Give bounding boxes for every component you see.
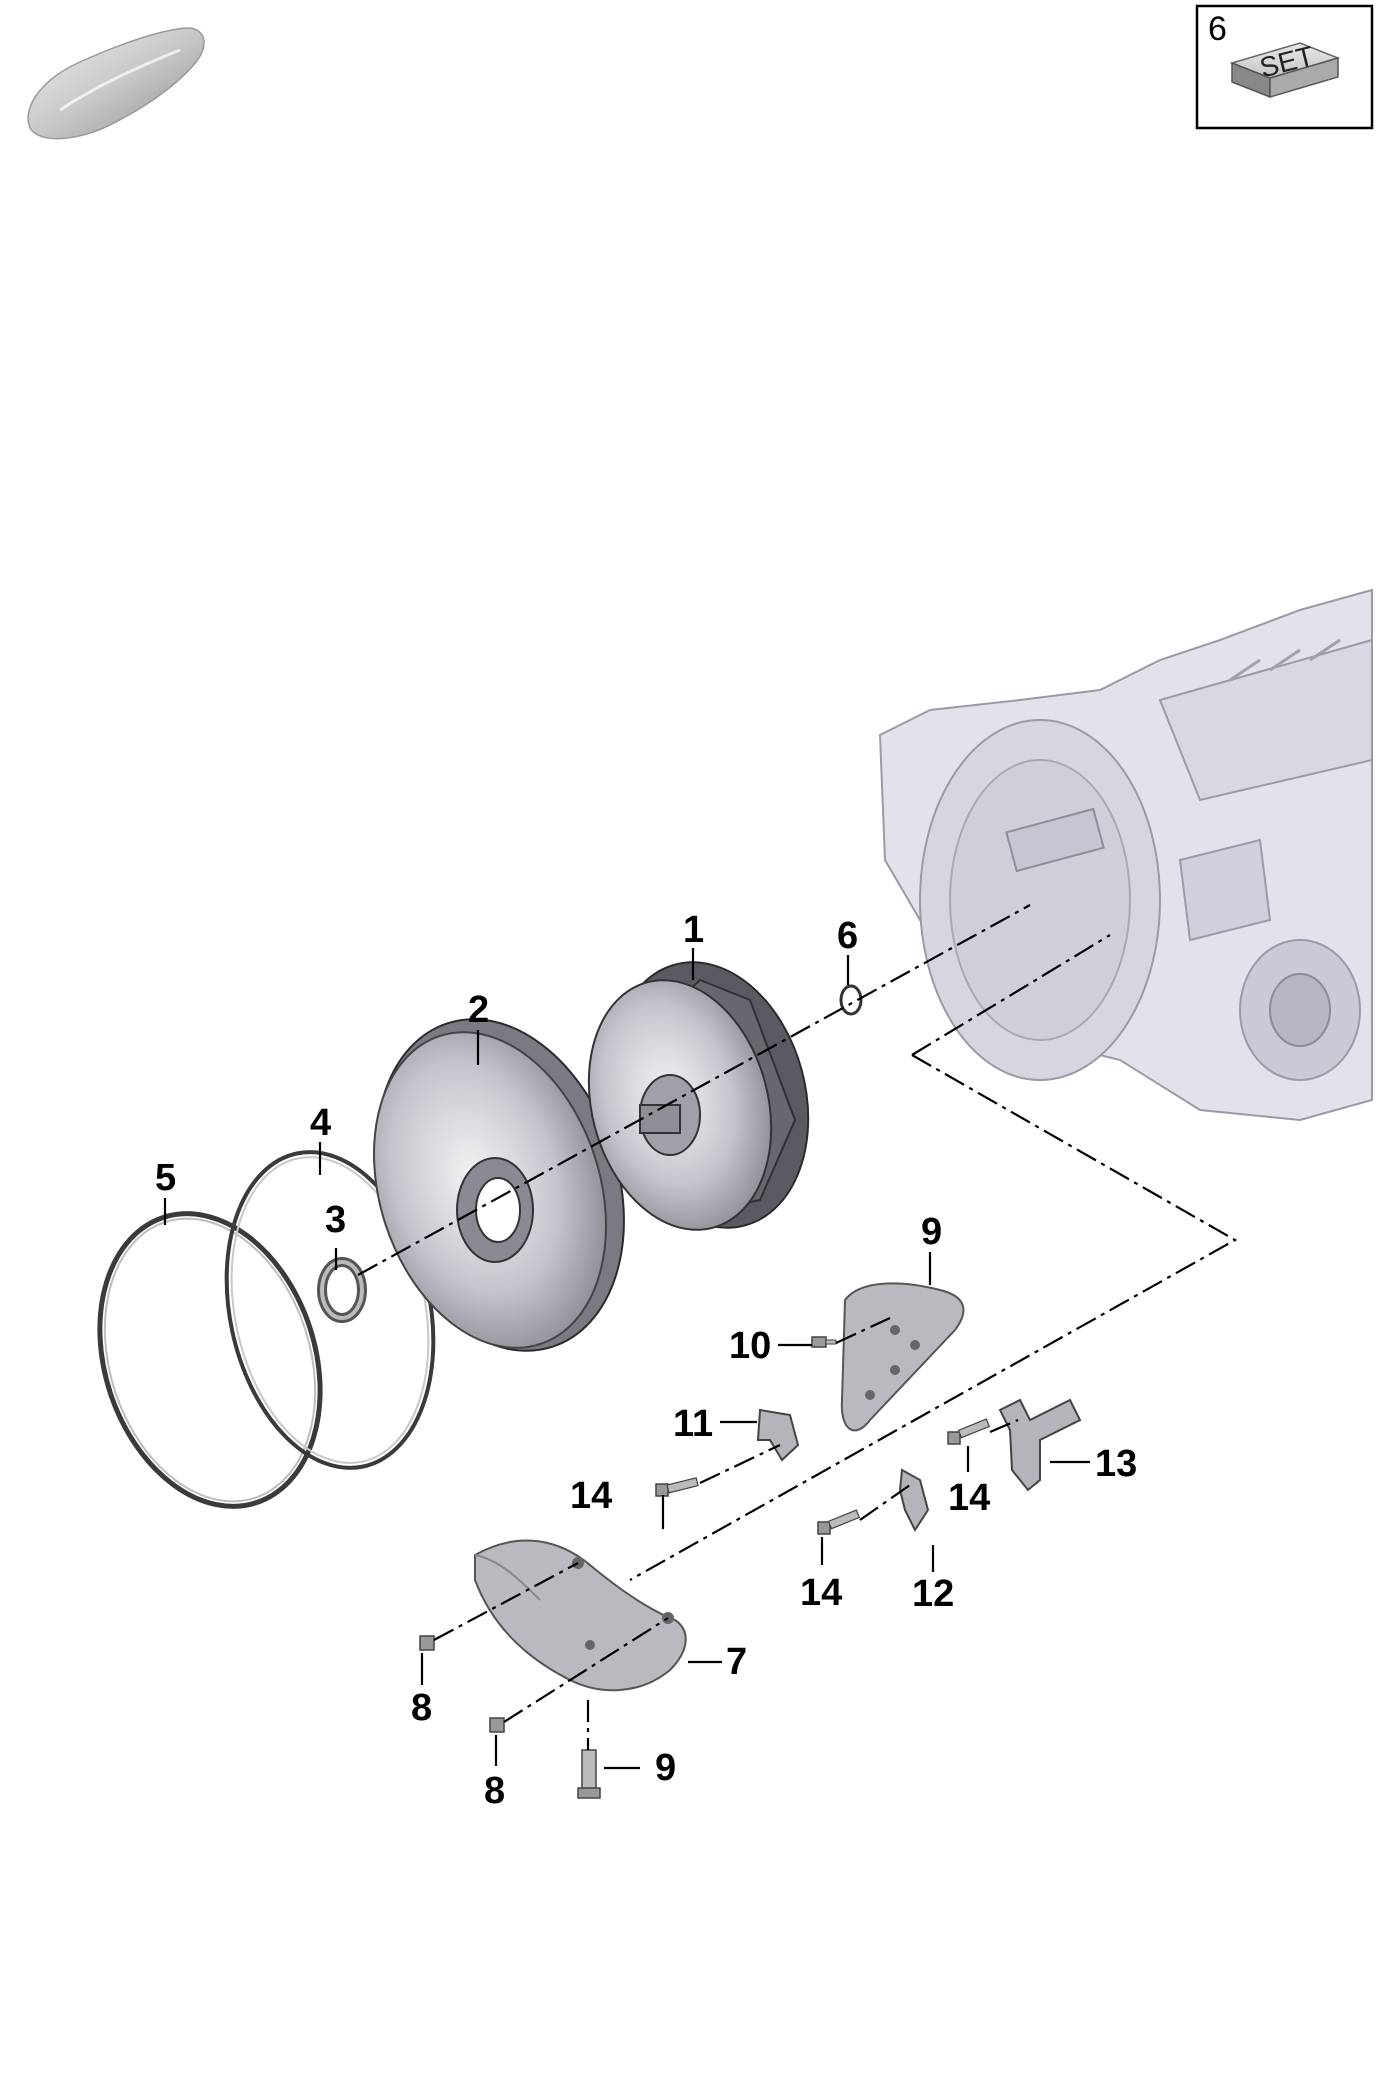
callout-3: 3 (325, 1199, 346, 1241)
callout-9a: 9 (921, 1211, 942, 1253)
callout-labels: 1 2 3 4 5 6 7 8 8 9 9 10 11 12 13 14 14 … (155, 909, 1137, 1812)
callout-7: 7 (726, 1641, 747, 1683)
callout-14a: 14 (570, 1475, 612, 1517)
part-o-ring (839, 984, 863, 1016)
part-clutch-drum (587, 961, 810, 1231)
assembly-lines (357, 904, 1238, 1750)
part-sealing-ring (317, 1257, 367, 1323)
part-heat-shield-7 (474, 1539, 687, 1692)
callout-8b: 8 (484, 1770, 505, 1812)
callout-1: 1 (683, 909, 704, 951)
set-box: 6 SET (1195, 4, 1374, 130)
part-bolt-10 (811, 1336, 837, 1348)
part-clip-12 (898, 1468, 930, 1533)
callout-2: 2 (468, 989, 489, 1031)
callout-14c: 14 (948, 1477, 990, 1519)
transmission-housing (878, 588, 1373, 1122)
callout-11: 11 (673, 1403, 713, 1445)
callout-14b: 14 (800, 1572, 842, 1614)
callout-6: 6 (837, 915, 858, 957)
part-snap-ring (97, 1211, 323, 1509)
part-bolt-14b (817, 1509, 861, 1535)
leader-lines (163, 948, 1090, 1770)
car-silhouette-icon (27, 27, 205, 140)
callout-9b: 9 (655, 1747, 676, 1789)
part-bolt-9-lower (577, 1749, 601, 1799)
part-bolt-14c (947, 1418, 991, 1445)
set-box-icon: SET (1229, 40, 1341, 99)
callout-4: 4 (310, 1102, 331, 1144)
callout-13: 13 (1095, 1443, 1137, 1485)
part-bolt-8b (489, 1717, 505, 1733)
part-clutch-cover (373, 1018, 625, 1352)
set-box-number: 6 (1208, 10, 1227, 48)
callout-8a: 8 (411, 1687, 432, 1729)
callout-12: 12 (912, 1573, 954, 1615)
callout-10: 10 (729, 1325, 771, 1367)
part-bolt-8a (419, 1635, 435, 1651)
callout-5: 5 (155, 1157, 176, 1199)
part-clip-11 (756, 1408, 800, 1462)
part-bracket-13 (998, 1398, 1082, 1492)
part-heat-shield-bracket (840, 1282, 965, 1432)
part-bolt-14a (655, 1477, 699, 1497)
